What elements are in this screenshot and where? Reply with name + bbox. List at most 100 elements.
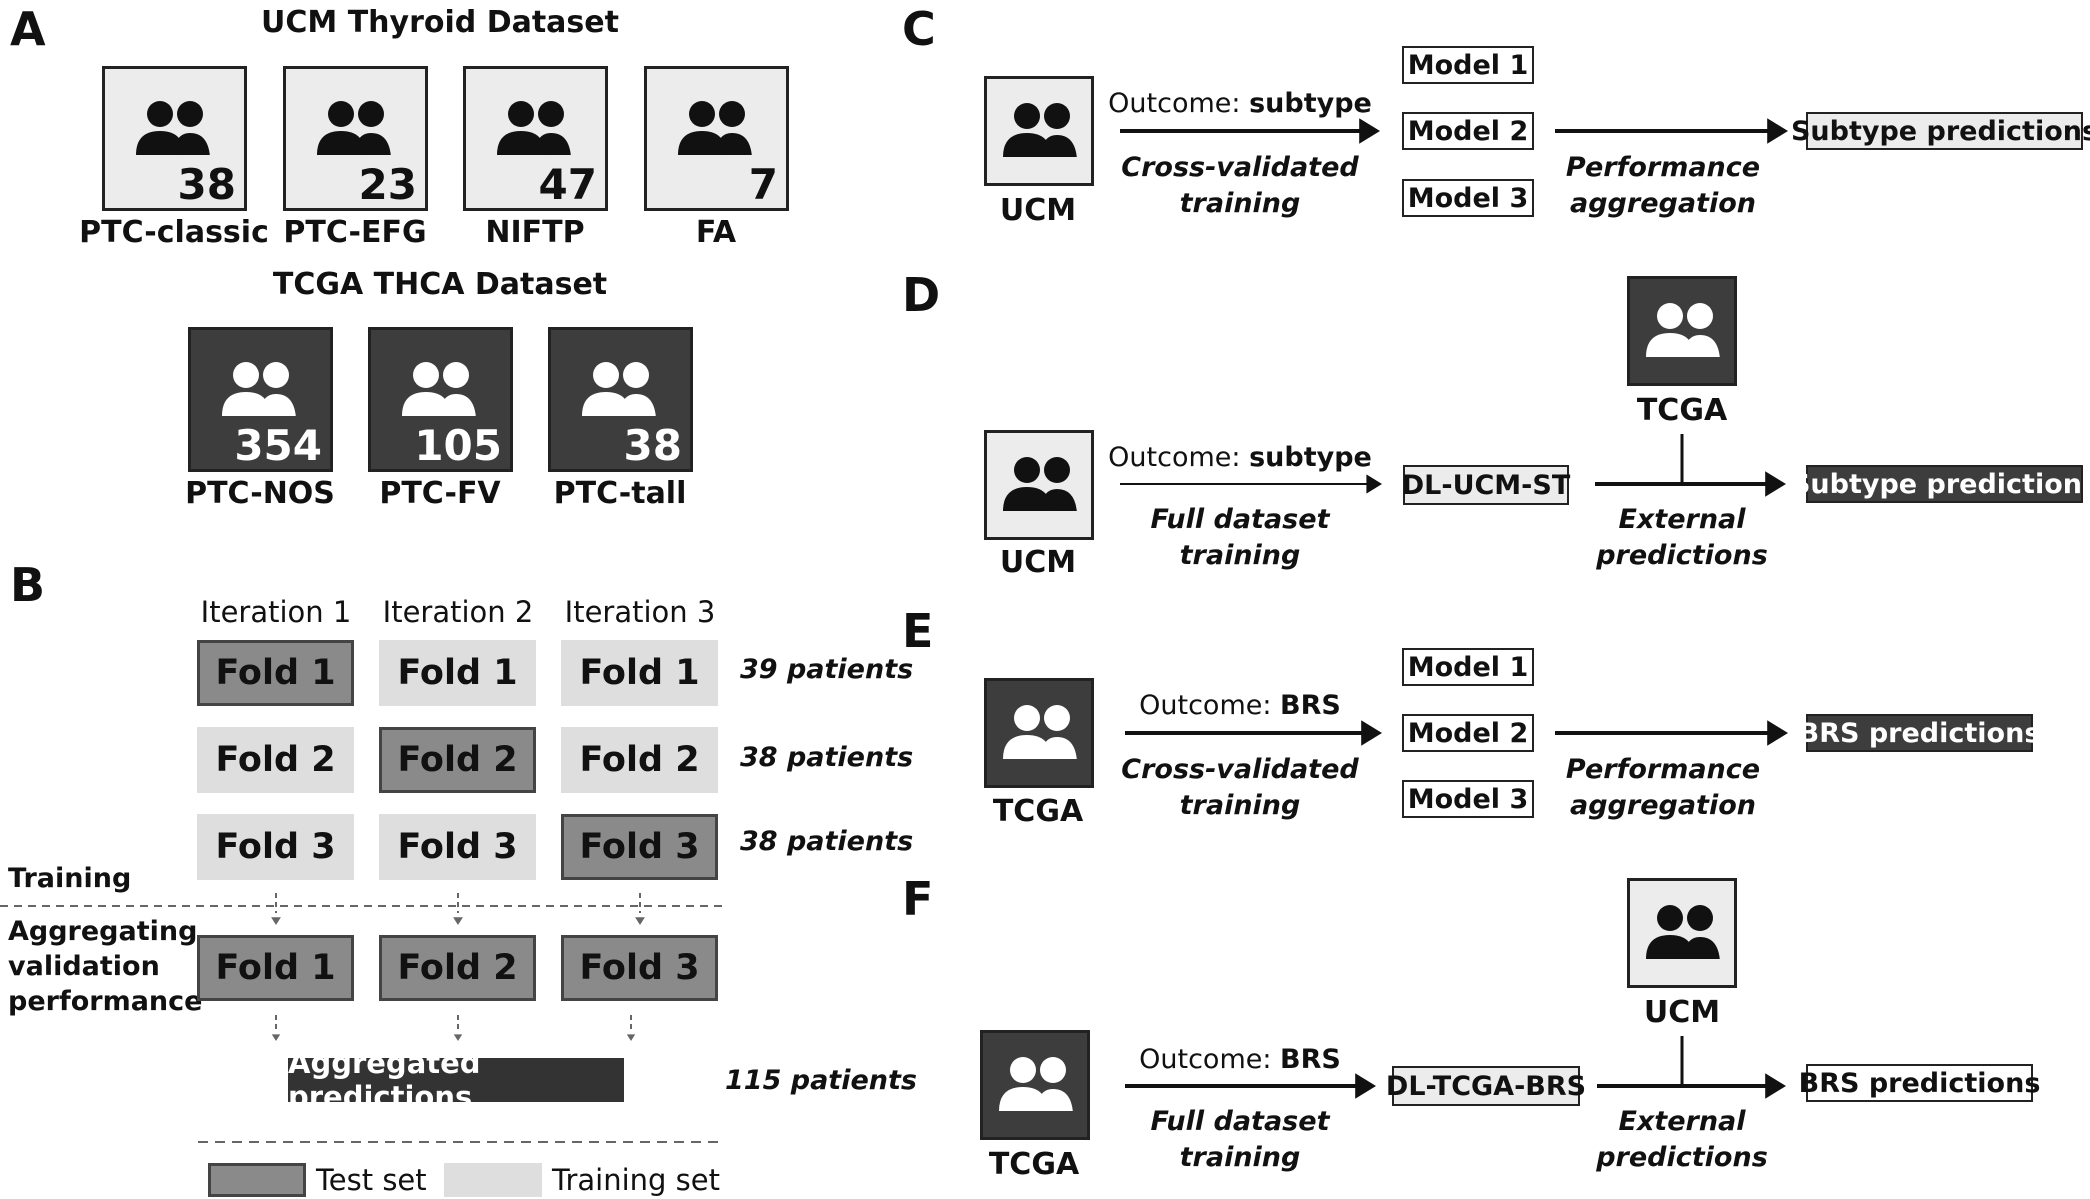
model-1-box: Model 1 xyxy=(1402,648,1534,686)
dashed-arrow-head xyxy=(453,917,463,925)
group-count: 47 xyxy=(538,160,597,209)
patients-icon xyxy=(1001,99,1083,165)
panel-d-letter: D xyxy=(902,268,941,322)
dl-tcga-brs-model-box: DL-TCGA-BRS xyxy=(1386,1066,1586,1106)
model-2-box: Model 2 xyxy=(1402,112,1534,150)
panel-f-letter: F xyxy=(902,872,934,926)
patients-icon xyxy=(400,358,482,424)
outcome-label: Outcome: subtype xyxy=(1108,442,1372,473)
panel-e-letter: E xyxy=(902,604,934,658)
patients-icon xyxy=(1644,299,1726,365)
group-label: PTC-NOS xyxy=(185,476,335,511)
total-patient-count: 115 patients xyxy=(725,1065,917,1096)
test-set-legend-label: Test set xyxy=(316,1163,427,1197)
fold-cell-train: Fold 2 xyxy=(561,727,718,793)
source-label: TCGA xyxy=(988,1147,1080,1182)
ptc-classic-box: 38 xyxy=(102,66,247,211)
training-set-swatch xyxy=(444,1163,542,1197)
fold-cell-test: Fold 2 xyxy=(379,727,536,793)
ptc-tall-box: 38 xyxy=(548,327,693,472)
dashed-arrow-head xyxy=(635,917,645,925)
subtype-predictions-box: Subtype predictions xyxy=(1791,112,2090,150)
ucm-source-box xyxy=(984,430,1094,540)
aggregated-fold: Fold 3 xyxy=(561,935,718,1001)
patients-icon xyxy=(580,358,662,424)
patients-icon xyxy=(676,97,758,163)
model-3-box: Model 3 xyxy=(1402,780,1534,818)
panel-a-letter: A xyxy=(10,2,46,56)
fold-cell-train: Fold 2 xyxy=(197,727,354,793)
patients-icon xyxy=(997,1053,1079,1119)
group-label: PTC-tall xyxy=(553,476,687,511)
arrow-head xyxy=(1366,474,1382,494)
group-count: 7 xyxy=(748,160,778,209)
fold-cell-train: Fold 3 xyxy=(379,814,536,880)
patients-icon xyxy=(495,97,577,163)
fold-patient-count: 38 patients xyxy=(740,826,914,857)
outcome-label: Outcome: BRS xyxy=(1139,1044,1341,1075)
dashed-arrow-head xyxy=(626,1034,636,1041)
fold-patient-count: 38 patients xyxy=(740,742,914,773)
model-2-box: Model 2 xyxy=(1402,714,1534,752)
source-label: UCM xyxy=(999,545,1077,580)
source-label: TCGA xyxy=(992,794,1084,829)
patients-icon xyxy=(1001,453,1083,519)
outcome-label: Outcome: BRS xyxy=(1139,690,1341,721)
niftp-box: 47 xyxy=(463,66,608,211)
external-dataset-label: UCM xyxy=(1643,995,1721,1030)
group-count: 105 xyxy=(414,421,502,470)
arrow-head xyxy=(1361,720,1382,746)
arrow-head xyxy=(1765,1073,1786,1099)
arrow-head xyxy=(1765,471,1786,497)
patients-icon xyxy=(1644,901,1726,967)
subtype-predictions-box: Subtype predictions xyxy=(1791,465,2090,503)
ucm-source-box xyxy=(984,76,1094,186)
tcga-source-box xyxy=(984,678,1094,788)
fa-box: 7 xyxy=(644,66,789,211)
dashed-arrow-head xyxy=(271,917,281,925)
aggregating-label-line2: validation xyxy=(8,951,160,982)
patients-icon xyxy=(220,358,302,424)
model-1-box: Model 1 xyxy=(1402,46,1534,84)
tcga-dataset-title: TCGA THCA Dataset xyxy=(272,267,608,302)
aggregated-fold: Fold 2 xyxy=(379,935,536,1001)
aggregated-fold: Fold 1 xyxy=(197,935,354,1001)
arrow-head xyxy=(1767,118,1788,144)
iteration-header: Iteration 1 xyxy=(200,595,352,629)
dashed-arrow-head xyxy=(271,1034,281,1041)
group-count: 354 xyxy=(234,421,322,470)
group-label: PTC-EFG xyxy=(283,215,427,250)
ptc-efg-box: 23 xyxy=(283,66,428,211)
external-dataset-label: TCGA xyxy=(1636,393,1728,428)
patients-icon xyxy=(1001,701,1083,767)
group-count: 38 xyxy=(623,421,682,470)
group-count: 38 xyxy=(177,160,236,209)
tcga-external-box xyxy=(1627,276,1737,386)
fold-cell-train: Fold 1 xyxy=(561,640,718,706)
arrow-head xyxy=(1767,720,1788,746)
fold-cell-train: Fold 3 xyxy=(197,814,354,880)
group-label: FA xyxy=(695,215,737,250)
fold-cell-train: Fold 1 xyxy=(379,640,536,706)
dashed-arrow-head xyxy=(453,1034,463,1041)
test-set-swatch xyxy=(208,1163,306,1197)
outcome-label: Outcome: subtype xyxy=(1108,88,1372,119)
group-label: NIFTP xyxy=(485,215,585,250)
ucm-external-box xyxy=(1627,878,1737,988)
aggregating-label-line1: Aggregating xyxy=(8,916,198,947)
panel-b-letter: B xyxy=(10,558,46,612)
model-3-box: Model 3 xyxy=(1402,179,1534,217)
training-set-legend-label: Training set xyxy=(552,1163,720,1197)
dl-ucm-st-model-box: DL-UCM-ST xyxy=(1402,465,1570,505)
group-label: PTC-FV xyxy=(379,476,501,511)
fold-cell-test: Fold 1 xyxy=(197,640,354,706)
ptc-fv-box: 105 xyxy=(368,327,513,472)
